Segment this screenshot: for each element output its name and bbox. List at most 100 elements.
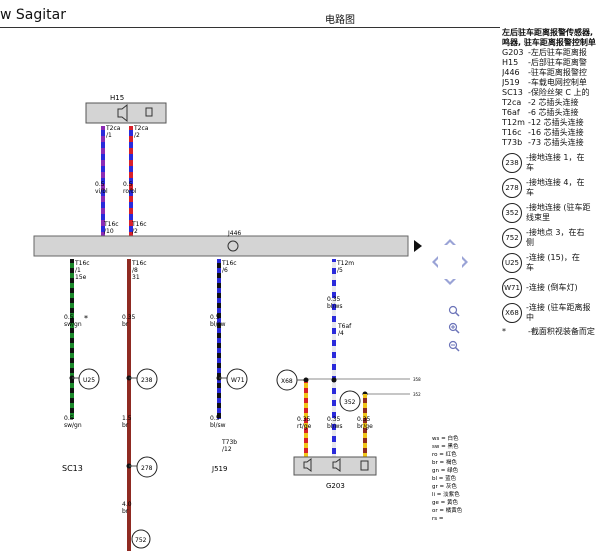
legend-circle-row: W71-连接 (倒车灯) bbox=[502, 278, 601, 298]
legend-row: T12m-12 芯插头连接 bbox=[502, 118, 584, 127]
pin-t6af: T6af/4 bbox=[337, 323, 352, 337]
pin-j446-in2: T16c/2 bbox=[131, 221, 147, 235]
circle-x68: X68 bbox=[276, 369, 298, 391]
wire-vibl bbox=[101, 126, 105, 236]
zoom-out-icon[interactable] bbox=[448, 340, 460, 352]
svg-text:or = 橘黄色: or = 橘黄色 bbox=[432, 506, 463, 514]
circle-238: 238 bbox=[136, 368, 158, 390]
circle-w71: W71 bbox=[226, 368, 248, 390]
svg-text:ge = 黄色: ge = 黄色 bbox=[432, 498, 458, 506]
svg-text:li = 淡紫色: li = 淡紫色 bbox=[432, 490, 460, 498]
svg-text:U25: U25 bbox=[83, 377, 95, 384]
pin-j446-in1: T16c/10 bbox=[103, 221, 119, 235]
page-title: 电路图 bbox=[325, 15, 355, 26]
pan-down-icon[interactable] bbox=[444, 279, 456, 285]
h15-label: H15 bbox=[110, 94, 124, 102]
star-note: * bbox=[84, 314, 88, 323]
legend-circle-row: 238-接地连接 1，在车 bbox=[502, 153, 601, 173]
pin-h15-2: T2ca/2 bbox=[133, 125, 149, 139]
circle-u25: U25 bbox=[78, 368, 100, 390]
svg-text:bl = 蓝色: bl = 蓝色 bbox=[432, 474, 457, 482]
svg-text:752: 752 bbox=[135, 537, 147, 544]
legend-circle-row: X68-连接 (驻车距离报 中 bbox=[502, 303, 601, 323]
j519-label: J519 bbox=[211, 465, 227, 473]
pan-left-icon[interactable] bbox=[432, 256, 438, 268]
wire-brge bbox=[363, 394, 367, 457]
svg-text:br = 褐色: br = 褐色 bbox=[432, 458, 457, 466]
pin-h15-1: T2ca/1 bbox=[105, 125, 121, 139]
legend-row: J519-车载电网控制单 bbox=[502, 78, 587, 87]
legend-circle-row: U25-连接 (15)，在车 bbox=[502, 253, 601, 273]
j446-module: J446 bbox=[33, 230, 422, 257]
wire-blsw bbox=[217, 259, 221, 419]
legend-row: H15-后部驻车距离警 bbox=[502, 58, 587, 67]
pan-up-icon[interactable] bbox=[444, 239, 456, 245]
pin-w4: T12m/5 bbox=[336, 260, 354, 274]
legend-footnote: *-截面积视装备而定 bbox=[502, 327, 595, 336]
svg-text:W71: W71 bbox=[231, 377, 245, 384]
svg-text:ro = 红色: ro = 红色 bbox=[432, 450, 457, 458]
legend-row: T16c-16 芯插头连接 bbox=[502, 128, 584, 137]
svg-text:ws = 白色: ws = 白色 bbox=[432, 434, 459, 442]
app-title: w Sagitar bbox=[0, 7, 66, 23]
circle-278: 278 bbox=[136, 456, 158, 478]
svg-text:gr = 灰色: gr = 灰色 bbox=[432, 482, 457, 490]
circle-352: 352 bbox=[339, 390, 361, 412]
svg-text:352: 352 bbox=[344, 399, 356, 406]
wire-color-key: ws = 白色 sw = 黑色 ro = 红色 br = 褐色 gn = 绿色 … bbox=[432, 434, 463, 522]
svg-text:278: 278 bbox=[141, 465, 153, 472]
zoom-fit-icon[interactable] bbox=[448, 305, 460, 317]
legend-row: T2ca-2 芯插头连接 bbox=[502, 98, 579, 107]
wire-rtge bbox=[304, 382, 308, 457]
legend-row: T6af-6 芯插头连接 bbox=[502, 108, 579, 117]
header-divider bbox=[0, 27, 500, 28]
svg-text:sw = 黑色: sw = 黑色 bbox=[432, 442, 459, 450]
wire-swgn bbox=[70, 259, 74, 419]
sc13-label: SC13 bbox=[62, 464, 83, 473]
ref-358: 358 bbox=[413, 377, 421, 382]
legend-items: G203-左后驻车距离报 H15-后部驻车距离警 J446-驻车距离报警控 J5… bbox=[502, 48, 601, 148]
legend-row: J446-驻车距离报警控 bbox=[502, 68, 587, 77]
ref-352: 352 bbox=[413, 392, 421, 397]
pan-control[interactable] bbox=[430, 237, 470, 287]
pan-right-icon[interactable] bbox=[462, 256, 468, 268]
pin-w3: T16c/6 bbox=[221, 260, 237, 274]
wire-blws bbox=[332, 259, 336, 457]
legend-circle-row: 278-接地连接 4，在车 bbox=[502, 178, 601, 198]
svg-text:gn = 绿色: gn = 绿色 bbox=[432, 466, 459, 474]
g203-component: G203 bbox=[293, 456, 377, 490]
wire-br bbox=[127, 259, 131, 551]
j446-label: J446 bbox=[227, 230, 241, 237]
svg-text:238: 238 bbox=[141, 377, 153, 384]
legend-circle-row: 352-接地连接 (驻车距 线束里 bbox=[502, 203, 601, 223]
component-legend: 左后驻车距离报警传感器, 鸣器, 驻车距离报警控制单 G203-左后驻车距离报 … bbox=[502, 28, 601, 337]
h15-component: H15 bbox=[85, 94, 167, 124]
legend-row: G203-左后驻车距离报 bbox=[502, 48, 587, 57]
circle-752: 752 bbox=[131, 529, 151, 549]
zoom-in-icon[interactable] bbox=[448, 322, 460, 334]
legend-circle-row: 752-接地点 3，在右侧 bbox=[502, 228, 601, 248]
g203-label: G203 bbox=[326, 482, 345, 490]
legend-row: T73b-73 芯插头连接 bbox=[502, 138, 584, 147]
svg-text:rs =: rs = bbox=[432, 516, 444, 522]
svg-text:X68: X68 bbox=[281, 378, 293, 385]
legend-title: 左后驻车距离报警传感器, 鸣器, 驻车距离报警控制单 bbox=[502, 28, 596, 47]
pin-t73b: T73b/12 bbox=[221, 439, 237, 453]
legend-row: SC13-保险丝架 C 上的 bbox=[502, 88, 590, 97]
